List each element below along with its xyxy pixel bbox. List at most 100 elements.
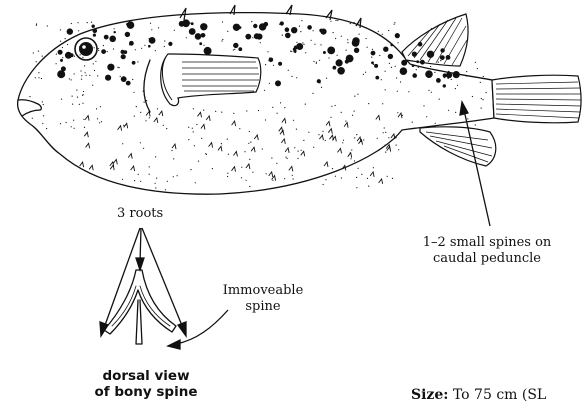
stipple-dot [323, 184, 324, 185]
stipple-dot [171, 150, 172, 151]
stipple-dot [390, 54, 391, 55]
anal-fin [420, 127, 496, 166]
ventral-spine [118, 126, 122, 131]
stipple-dot [372, 49, 373, 50]
stipple-spot [126, 23, 129, 26]
stipple-spot [443, 84, 446, 87]
stipple-dot [352, 115, 353, 116]
stipple-dot [365, 72, 366, 73]
stipple-dot [313, 147, 314, 148]
stipple-dot [249, 131, 250, 132]
stipple-dot [144, 102, 145, 103]
ventral-spine [85, 116, 89, 121]
stipple-spot [375, 76, 379, 80]
stipple-dot [320, 44, 321, 45]
stipple-dot [316, 63, 317, 64]
stipple-dot [71, 79, 72, 80]
ventral-spine [232, 121, 236, 126]
stipple-dot [221, 112, 222, 113]
stipple-dot [141, 48, 142, 49]
stipple-dot [265, 119, 266, 120]
stipple-dot [149, 174, 150, 175]
ventral-spine [172, 144, 176, 149]
stipple-dot [42, 56, 43, 57]
stipple-dot [227, 173, 228, 174]
ventral-spine [398, 113, 402, 118]
pectoral-fin [161, 54, 261, 106]
stipple-dot [272, 180, 273, 181]
stipple-spot [204, 47, 212, 55]
stipple-dot [100, 106, 101, 107]
stipple-dot [145, 120, 146, 121]
stipple-spot [233, 43, 238, 48]
stipple-dot [99, 122, 100, 123]
stipple-dot [322, 131, 323, 132]
stipple-dot [308, 132, 309, 133]
stipple-dot [385, 89, 386, 90]
stipple-dot [325, 140, 326, 141]
stipple-dot [234, 49, 235, 50]
stipple-dot [367, 47, 368, 48]
immoveable-line-2: spine [208, 299, 318, 315]
stipple-dot [77, 97, 78, 98]
stipple-dot [97, 75, 98, 76]
ventral-spine [357, 137, 361, 142]
stipple-spot [285, 27, 290, 32]
size-value: To 75 cm (SL [453, 387, 546, 403]
stipple-dot [373, 167, 374, 168]
ventral-spine [80, 162, 84, 167]
stipple-dot [149, 117, 150, 118]
stipple-dot [32, 118, 33, 119]
stipple-dot [407, 61, 408, 62]
stipple-dot [301, 150, 302, 151]
stipple-dot [89, 75, 90, 76]
stipple-dot [385, 71, 386, 72]
stipple-dot [222, 21, 223, 22]
stipple-spot [57, 70, 65, 78]
stipple-spot [401, 60, 407, 66]
ventral-spine [113, 159, 117, 164]
stipple-dot [269, 83, 270, 84]
stipple-dot [361, 174, 362, 175]
stipple-dot [80, 54, 81, 55]
stipple-spot [296, 43, 303, 50]
stipple-dot [71, 23, 72, 24]
stipple-dot [78, 30, 79, 31]
stipple-dot [190, 23, 191, 24]
stipple-dot [233, 113, 234, 114]
stipple-spot [275, 80, 281, 86]
stipple-dot [358, 22, 359, 23]
caudal-fin [492, 75, 581, 123]
peduncle-line-1: 1–2 small spines on [412, 235, 562, 251]
ventral-spine [289, 166, 293, 171]
stipple-dot [260, 42, 261, 43]
stipple-dot [371, 57, 372, 58]
stipple-dot [82, 103, 83, 104]
stipple-dot [477, 68, 478, 69]
stipple-dot [227, 176, 228, 177]
stipple-spot [327, 47, 335, 55]
stipple-dot [475, 124, 476, 125]
stipple-dot [341, 112, 342, 113]
stipple-spot [390, 44, 393, 47]
size-label: Size: [411, 387, 448, 403]
stipple-dot [373, 64, 374, 65]
stipple-dot [251, 21, 252, 22]
stipple-dot [92, 85, 93, 86]
stipple-dot [129, 44, 130, 45]
stipple-spot [93, 29, 98, 34]
stipple-dot [81, 79, 82, 80]
stipple-dot [60, 41, 61, 42]
stipple-dot [252, 37, 253, 38]
stipple-spot [337, 67, 345, 75]
stipple-dot [341, 36, 342, 37]
stipple-spot [105, 75, 111, 81]
stipple-dot [296, 77, 297, 78]
ventral-spine [198, 112, 202, 117]
stipple-spot [412, 52, 417, 57]
stipple-dot [481, 108, 482, 109]
stipple-dot [267, 51, 268, 52]
stipple-dot [192, 128, 193, 129]
ventral-spine [370, 172, 374, 177]
